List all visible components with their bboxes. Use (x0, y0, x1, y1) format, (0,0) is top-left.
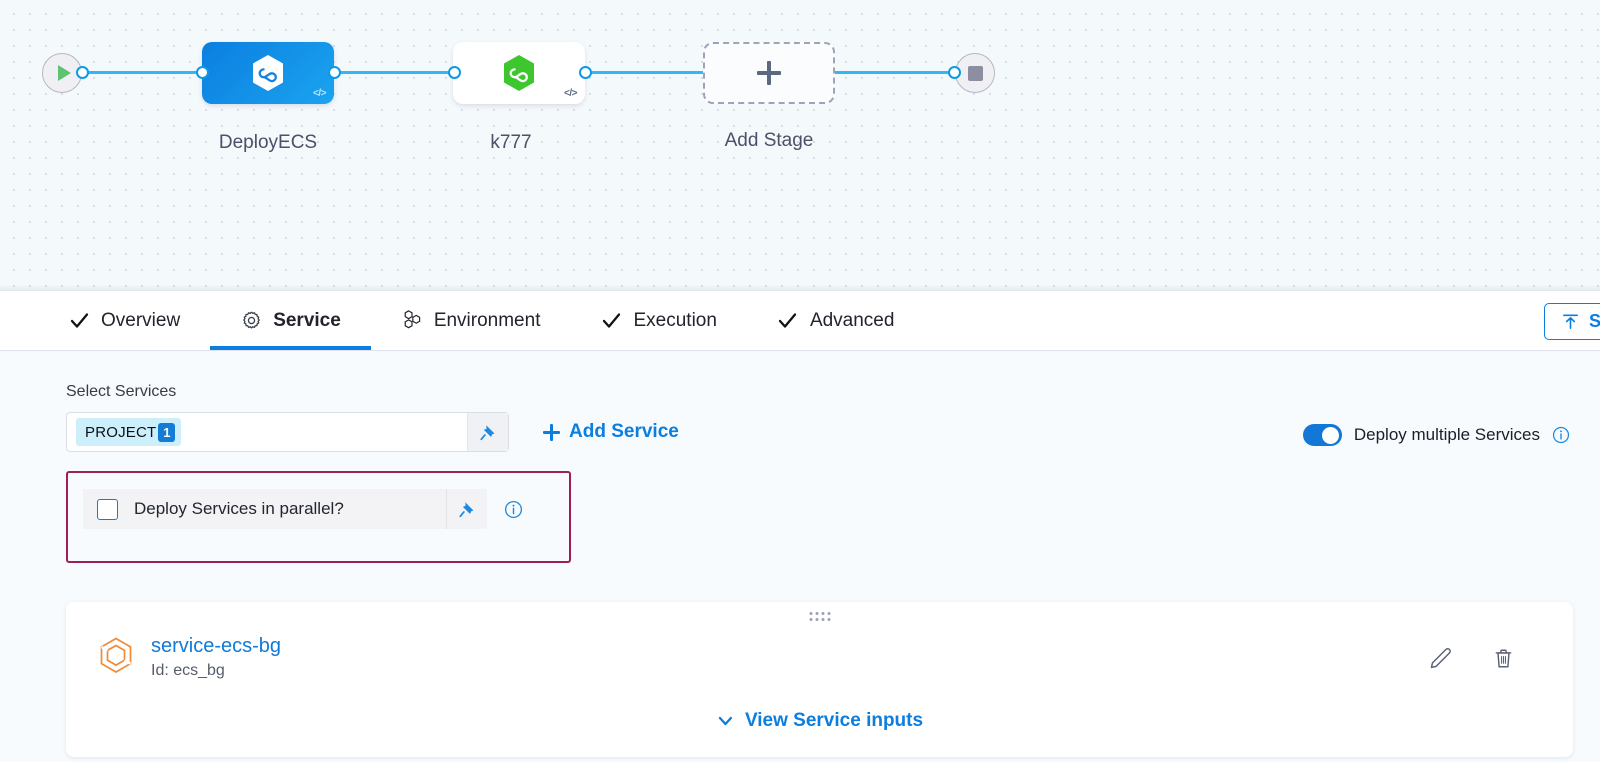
save-button[interactable]: Save (1543, 303, 1600, 340)
hexagon-outline-icon (96, 635, 136, 679)
tab-label-environment: Environment (433, 309, 541, 331)
chevron-down-icon (716, 712, 734, 730)
hexagon-infinity-icon (504, 55, 534, 91)
stage-label-k777: k777 (490, 132, 532, 153)
stop-icon (967, 65, 983, 81)
stage-tab-bar: Overview Service Environment Execution (0, 291, 1600, 351)
edge-start-to-deployecs (88, 71, 206, 74)
service-name-link[interactable]: service-ecs-bg (151, 635, 282, 657)
selected-service-chip-label: PROJECT (85, 423, 157, 441)
pipeline-end-node[interactable] (955, 53, 995, 93)
pipeline-canvas[interactable]: </> DeployECS </> k777 Add Stage (0, 0, 1600, 291)
check-icon (777, 310, 799, 332)
tab-advanced[interactable]: Advanced (747, 291, 925, 350)
pencil-icon[interactable] (1428, 646, 1453, 671)
pipeline-start-node[interactable] (42, 53, 82, 93)
selected-service-chip-count: 1 (158, 422, 176, 442)
select-services-row: PROJECT 1 Add Service (66, 412, 1600, 452)
info-icon[interactable] (1552, 426, 1570, 444)
port-k777-in[interactable] (448, 66, 461, 79)
deploy-multiple-services-label: Deploy multiple Services (1353, 425, 1540, 444)
port-end-in[interactable] (948, 66, 961, 79)
info-icon[interactable] (504, 500, 523, 519)
tab-label-overview: Overview (101, 309, 181, 331)
edge-k777-to-addstage (588, 71, 706, 74)
stage-node-k777[interactable]: </> (453, 42, 585, 104)
deploy-multiple-services-row: Deploy multiple Services (1302, 424, 1570, 446)
service-card: service-ecs-bg Id: ecs_bg (66, 602, 1573, 757)
stage-code-badge-deployecs: </> (313, 88, 326, 99)
tab-label-advanced: Advanced (809, 309, 895, 331)
drag-handle-icon[interactable] (809, 612, 830, 621)
services-multiselect-input[interactable]: PROJECT 1 (66, 412, 509, 452)
select-services-label: Select Services (66, 383, 177, 400)
check-icon (600, 310, 622, 332)
deploy-parallel-field: Deploy Services in parallel? (83, 489, 487, 529)
hexagon-infinity-icon (253, 55, 283, 91)
gear-icon (240, 310, 262, 332)
selected-service-chip[interactable]: PROJECT 1 (76, 418, 182, 446)
stage-label-deployecs: DeployECS (218, 132, 318, 153)
service-card-actions (1428, 646, 1516, 671)
service-tab-panel: Select Services PROJECT 1 Add Service De… (0, 351, 1600, 762)
deploy-parallel-checkbox[interactable] (97, 498, 118, 520)
pin-icon[interactable] (467, 413, 508, 451)
upload-icon (1561, 312, 1580, 331)
stage-node-deployecs[interactable]: </> (202, 42, 334, 104)
hexagon-cluster-icon (401, 310, 423, 332)
pin-icon[interactable] (446, 489, 487, 529)
edge-addstage-to-end (833, 71, 958, 74)
port-k777-out[interactable] (579, 66, 592, 79)
trash-icon[interactable] (1491, 646, 1516, 671)
plus-icon (756, 60, 782, 86)
port-deployecs-in[interactable] (196, 66, 209, 79)
port-deployecs-out[interactable] (328, 66, 341, 79)
add-stage-label: Add Stage (724, 130, 814, 151)
view-service-inputs-button[interactable]: View Service inputs (716, 710, 923, 732)
edge-deployecs-to-k777 (336, 71, 458, 74)
check-icon (68, 310, 90, 332)
port-start-out[interactable] (76, 66, 89, 79)
tab-label-service: Service (273, 309, 341, 331)
service-card-main: service-ecs-bg Id: ecs_bg (96, 634, 281, 680)
service-id-text: Id: ecs_bg (151, 662, 225, 679)
view-service-inputs-label: View Service inputs (744, 710, 924, 731)
tab-overview[interactable]: Overview (38, 291, 210, 350)
play-icon (57, 65, 71, 81)
deploy-parallel-highlight-box: Deploy Services in parallel? (66, 471, 571, 563)
add-service-label: Add Service (569, 421, 679, 442)
add-stage-button[interactable] (703, 42, 835, 104)
save-button-label: Save (1588, 311, 1600, 331)
tab-environment[interactable]: Environment (371, 291, 571, 350)
deploy-multiple-services-toggle[interactable] (1302, 424, 1342, 446)
add-service-button[interactable]: Add Service (543, 421, 679, 443)
tab-service[interactable]: Service (210, 291, 371, 350)
deploy-parallel-label: Deploy Services in parallel? (134, 499, 344, 518)
tab-label-execution: Execution (633, 309, 717, 331)
plus-icon (543, 423, 560, 441)
stage-code-badge-k777: </> (564, 88, 577, 99)
tab-execution[interactable]: Execution (570, 291, 746, 350)
